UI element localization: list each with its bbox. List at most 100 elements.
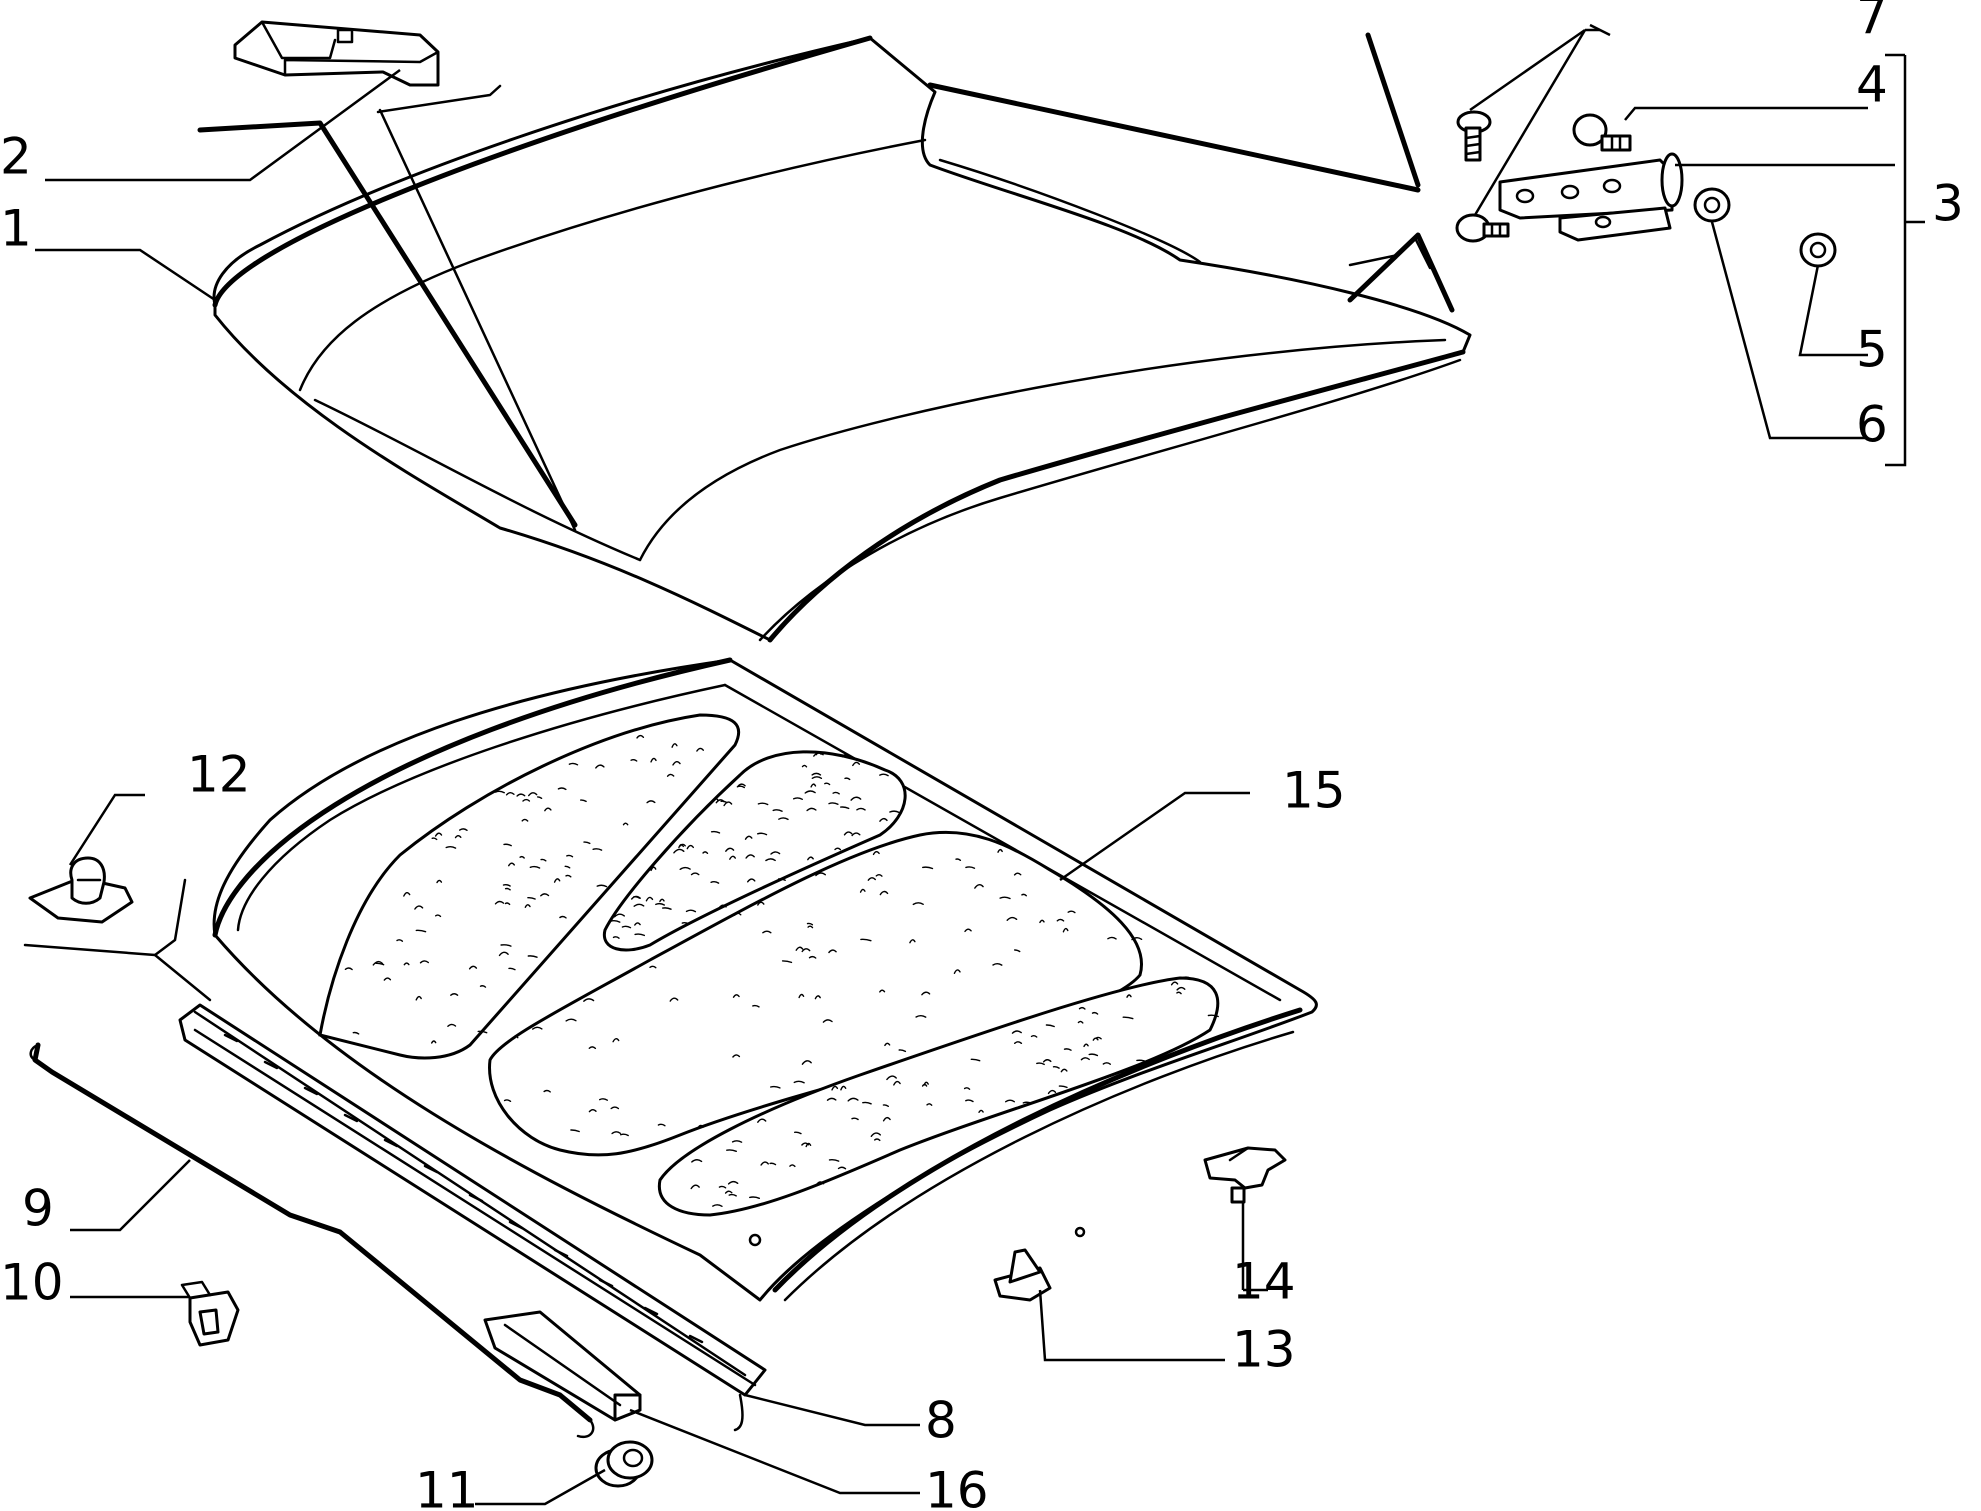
foam-speck — [793, 797, 803, 800]
foam-speck — [1056, 918, 1065, 922]
foam-speck — [521, 818, 529, 822]
inner-pad-left — [318, 713, 741, 1060]
foam-speck — [807, 925, 814, 929]
foam-speck — [970, 1058, 981, 1062]
foam-speck — [1207, 1014, 1219, 1018]
foam-speck — [732, 1054, 741, 1058]
foam-speck — [659, 898, 665, 903]
foam-speck — [757, 901, 765, 906]
break-lines — [23, 32, 1455, 1002]
foam-speck — [679, 866, 691, 870]
foam-speck — [1092, 1037, 1099, 1041]
callout-label-14: 14 — [1232, 1253, 1296, 1311]
foam-speck — [622, 822, 629, 826]
foam-speck — [806, 807, 817, 812]
foam-speck — [1042, 1059, 1052, 1063]
foam-speck — [669, 997, 679, 1002]
foam-speck — [749, 1196, 760, 1199]
foam-speck — [811, 772, 822, 776]
foam-speck — [503, 1099, 512, 1102]
foam-speck — [811, 776, 823, 779]
leader-lines — [35, 23, 1925, 1506]
foam-speck — [686, 844, 694, 850]
foam-speck — [909, 939, 916, 944]
foam-speck — [847, 1097, 859, 1102]
foam-speck — [745, 854, 755, 859]
foam-speck — [645, 896, 654, 902]
foam-speck — [612, 936, 620, 939]
foam-speck — [801, 948, 811, 953]
foam-speck — [454, 835, 462, 839]
foam-speck — [503, 843, 512, 847]
foam-speck — [712, 798, 719, 803]
foam-speck — [599, 1098, 608, 1101]
foam-speck — [815, 872, 826, 877]
seal-strip-part-8 — [178, 1003, 767, 1432]
foam-speck — [727, 1180, 739, 1185]
foam-speck — [874, 1138, 881, 1142]
foam-speck — [832, 791, 840, 795]
foam-speck — [434, 832, 443, 837]
foam-speck — [352, 1031, 360, 1035]
stop-block-part-14 — [1203, 1146, 1287, 1204]
foam-speck — [588, 1108, 597, 1113]
foam-speck — [893, 1080, 901, 1086]
foam-speck — [583, 841, 591, 845]
foam-speck — [801, 1142, 810, 1146]
foam-speck — [650, 757, 657, 763]
foam-speck — [1136, 1059, 1148, 1063]
washer-part-6 — [1693, 187, 1731, 223]
foam-speck — [915, 1014, 927, 1018]
foam-speck — [798, 993, 805, 999]
foam-speck — [856, 807, 866, 811]
foam-speck — [808, 955, 817, 959]
callout-label-2: 2 — [0, 128, 32, 186]
foam-speck — [508, 967, 516, 971]
foam-speck — [1078, 1006, 1086, 1010]
foam-speck — [372, 960, 384, 966]
foam-speck — [505, 791, 515, 796]
foam-speck — [1176, 986, 1186, 991]
foam-speck — [570, 1129, 580, 1133]
foam-speck — [850, 796, 862, 801]
foam-speck — [1170, 981, 1179, 986]
foam-speck — [712, 1204, 723, 1207]
foam-speck — [723, 801, 733, 807]
foam-speck — [813, 752, 824, 757]
foam-speck — [737, 783, 746, 787]
foam-speck — [566, 854, 574, 858]
foam-speck — [1021, 893, 1027, 897]
foam-speck — [1011, 1030, 1022, 1034]
foam-speck — [1006, 916, 1018, 921]
foam-speck — [672, 761, 681, 766]
foam-speck — [508, 862, 515, 867]
foam-speck — [673, 848, 685, 854]
foam-speck — [898, 1049, 907, 1053]
foam-speck — [610, 1106, 620, 1110]
foam-speck — [557, 787, 567, 791]
hinge-part-3 — [1498, 152, 1684, 242]
foam-speck — [540, 893, 550, 897]
foam-speck — [718, 1185, 727, 1189]
foam-speck — [710, 830, 721, 834]
foam-speck — [375, 962, 385, 966]
foam-speck — [926, 1103, 933, 1106]
foam-speck — [879, 773, 889, 777]
foam-speck — [831, 1085, 839, 1091]
foam-speck — [777, 878, 786, 881]
foam-speck — [459, 828, 468, 831]
foam-speck — [997, 848, 1003, 853]
foam-speck — [772, 809, 783, 812]
washer-part-5 — [1799, 232, 1837, 268]
foam-speck — [963, 1087, 971, 1090]
foam-speck — [415, 995, 422, 1001]
foam-speck — [734, 912, 742, 916]
foam-speck — [814, 995, 821, 1000]
foam-speck — [724, 1190, 733, 1194]
foam-speck — [666, 773, 675, 777]
foam-speck — [860, 938, 872, 942]
foam-speck — [1131, 936, 1143, 941]
foam-speck — [867, 877, 876, 881]
foam-speck — [702, 851, 709, 854]
foam-speck — [527, 955, 538, 958]
